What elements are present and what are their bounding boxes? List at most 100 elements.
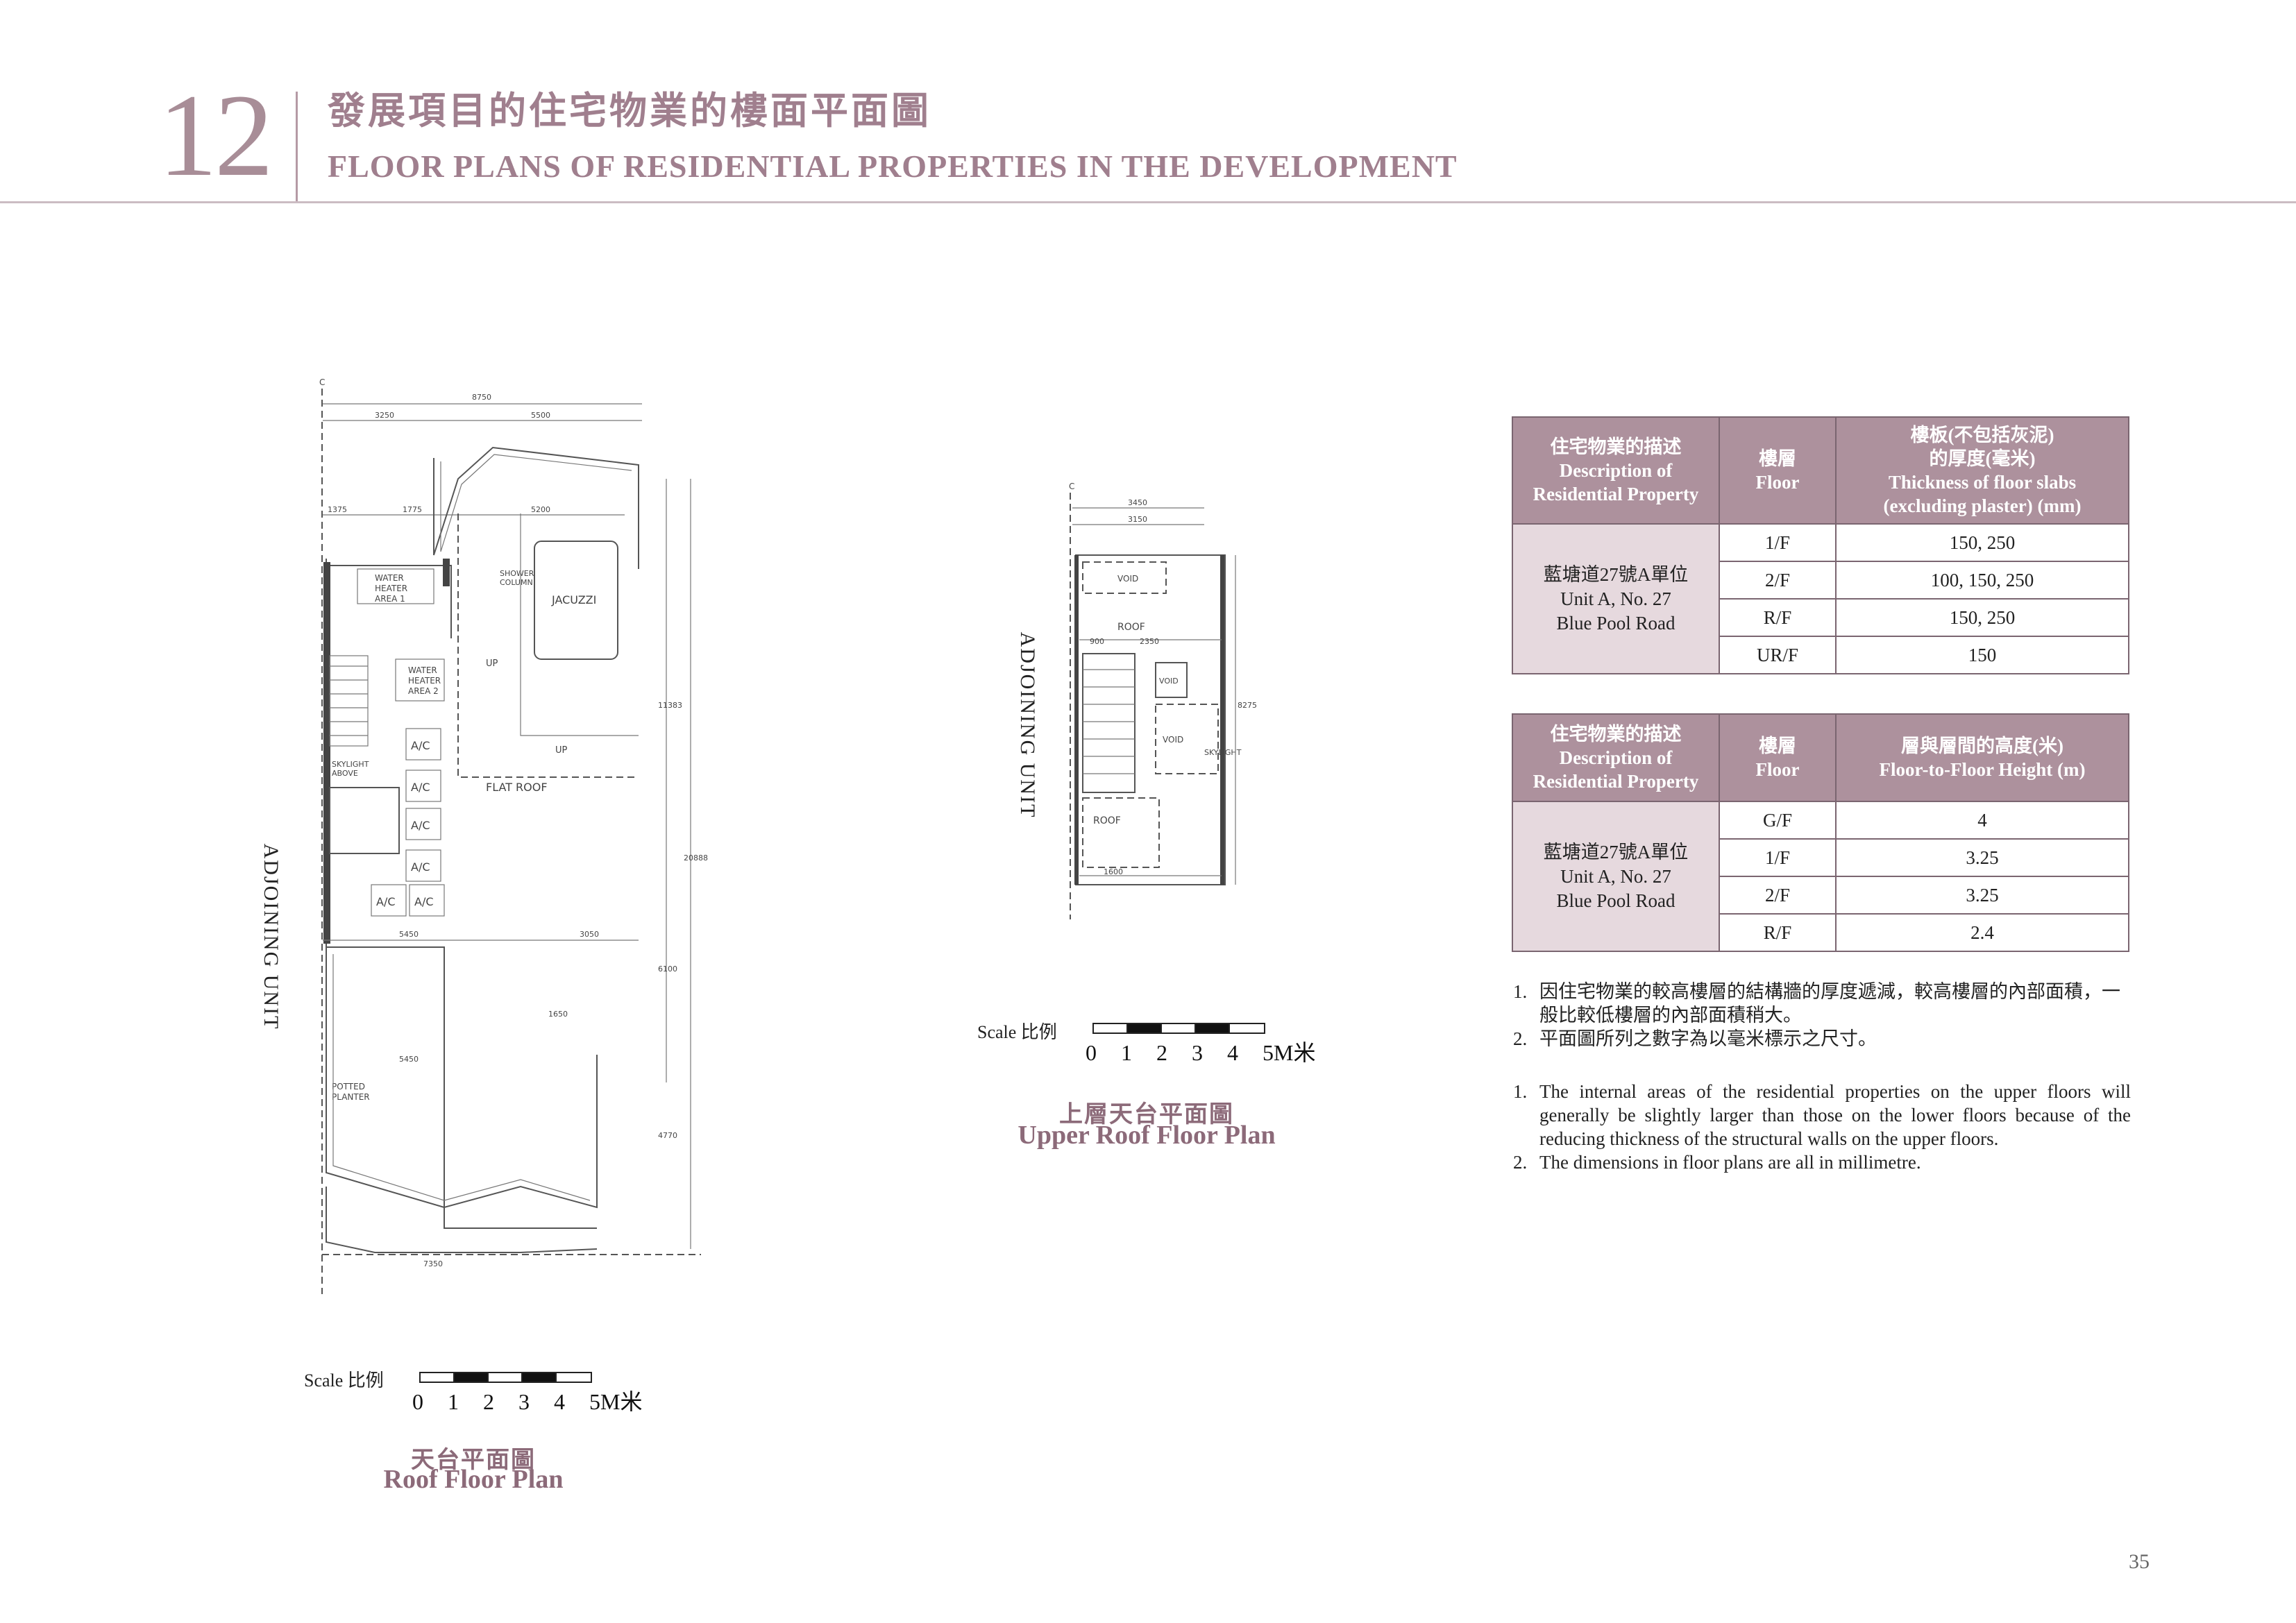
svg-text:UP: UP (486, 658, 498, 669)
value-cell: 100, 150, 250 (1835, 561, 2129, 600)
svg-text:A/C: A/C (376, 895, 396, 908)
svg-text:A/C: A/C (411, 860, 430, 874)
roof-floor-plan-drawing: 8750 3250 5500 1375 1775 5200 JACUZZI SH… (319, 377, 708, 1294)
floor-cell: 2/F (1719, 561, 1837, 600)
notes-en: 1.The internal areas of the residential … (1513, 1080, 2131, 1174)
note-item: 1.因住宅物業的較高樓層的結構牆的厚度遞減，較高樓層的內部面積，一般比較低樓層的… (1513, 981, 2120, 1026)
value-cell: 3.25 (1835, 838, 2129, 877)
svg-text:8750: 8750 (472, 393, 491, 402)
svg-text:WATER: WATER (375, 573, 404, 583)
svg-text:3450: 3450 (1128, 498, 1147, 507)
floor-cell: 2/F (1719, 876, 1837, 915)
svg-text:SKYLIGHT: SKYLIGHT (332, 760, 369, 769)
svg-text:SKYLIGHT: SKYLIGHT (1204, 748, 1242, 757)
svg-text:A/C: A/C (411, 819, 430, 832)
note-item: 2.平面圖所列之數字為以毫米標示之尺寸。 (1513, 1028, 1877, 1049)
upper-roof-floor-plan-drawing: C 3450 3150 VOID ROOF 900 2350 VOID VOID… (1069, 482, 1256, 919)
header-rule (0, 201, 2296, 203)
adjoining-unit-label: ADJOINING UNIT (260, 843, 282, 1030)
value-cell: 3.25 (1835, 876, 2129, 915)
svg-text:C: C (319, 377, 325, 387)
svg-text:VOID: VOID (1117, 574, 1138, 584)
value-cell: 2.4 (1835, 913, 2129, 952)
svg-text:SHOWER: SHOWER (500, 569, 534, 578)
svg-text:5450: 5450 (399, 930, 419, 939)
svg-text:5500: 5500 (531, 411, 550, 420)
svg-text:AREA 1: AREA 1 (375, 594, 405, 604)
svg-text:20888: 20888 (684, 853, 708, 863)
value-cell: 150, 250 (1835, 523, 2129, 562)
value-cell: 150, 250 (1835, 598, 2129, 637)
notes-zh: 1.因住宅物業的較高樓層的結構牆的厚度遞減，較高樓層的內部面積，一般比較低樓層的… (1513, 980, 2131, 1051)
svg-text:POTTED: POTTED (332, 1082, 365, 1091)
svg-text:ROOF: ROOF (1117, 622, 1145, 633)
svg-text:3050: 3050 (580, 930, 599, 939)
svg-text:900: 900 (1090, 637, 1104, 646)
svg-text:JACUZZI: JACUZZI (551, 593, 596, 606)
floor-cell: R/F (1719, 913, 1837, 952)
note-item: 2.The dimensions in floor plans are all … (1513, 1152, 1921, 1173)
floor-cell: UR/F (1719, 636, 1837, 674)
floor-cell: 1/F (1719, 523, 1837, 562)
value-cell: 4 (1835, 801, 2129, 840)
svg-text:WATER: WATER (408, 665, 437, 675)
svg-text:1375: 1375 (328, 505, 347, 514)
upper-scale-label: Scale 比例 (977, 1022, 1057, 1042)
section-number: 12 (158, 70, 273, 201)
svg-text:7350: 7350 (423, 1259, 443, 1268)
svg-text:A/C: A/C (411, 781, 430, 794)
svg-text:C: C (1069, 482, 1074, 491)
svg-text:FLAT ROOF: FLAT ROOF (486, 781, 548, 794)
svg-text:HEATER: HEATER (408, 676, 441, 686)
value-cell: 150 (1835, 636, 2129, 674)
svg-text:3150: 3150 (1128, 515, 1147, 524)
upper-adjoining-unit-label: ADJOINING UNIT (1016, 631, 1039, 819)
svg-text:VOID: VOID (1163, 735, 1183, 745)
svg-text:1650: 1650 (548, 1010, 568, 1019)
svg-text:6100: 6100 (658, 965, 677, 974)
svg-text:5450: 5450 (399, 1055, 419, 1064)
floor-cell: 1/F (1719, 838, 1837, 877)
svg-text:ABOVE: ABOVE (332, 769, 358, 778)
header-divider (296, 92, 298, 201)
svg-text:ROOF: ROOF (1093, 815, 1121, 826)
svg-text:1600: 1600 (1104, 867, 1123, 876)
svg-text:4770: 4770 (658, 1131, 677, 1140)
roof-scale-label: Scale 比例 (304, 1370, 384, 1391)
floor-cell: R/F (1719, 598, 1837, 637)
roof-scale-bar (419, 1372, 592, 1383)
svg-text:UP: UP (555, 745, 568, 756)
svg-text:HEATER: HEATER (375, 584, 407, 593)
svg-text:5200: 5200 (531, 505, 550, 514)
svg-text:8275: 8275 (1238, 701, 1256, 710)
svg-text:A/C: A/C (411, 739, 430, 752)
svg-text:PLANTER: PLANTER (332, 1092, 370, 1102)
roof-plan-caption-zh: 天台平面圖 (411, 1447, 536, 1473)
upper-plan-caption-en: Upper Roof Floor Plan (1018, 1121, 1276, 1150)
svg-text:1775: 1775 (403, 505, 422, 514)
svg-text:11383: 11383 (658, 701, 682, 710)
svg-text:AREA 2: AREA 2 (408, 686, 439, 696)
page-number: 35 (2129, 1550, 2150, 1573)
page-title-en: FLOOR PLANS OF RESIDENTIAL PROPERTIES IN… (328, 148, 1458, 184)
page-title-zh: 發展項目的住宅物業的樓面平面圖 (328, 90, 931, 132)
roof-plan-caption-en: Roof Floor Plan (383, 1465, 564, 1494)
svg-text:A/C: A/C (414, 895, 434, 908)
floor-height-header: 層與層間的高度(米)Floor-to-Floor Height (m) (1835, 713, 2129, 802)
upper-scale-bar (1092, 1023, 1265, 1034)
slab-thickness-header: 樓板(不包括灰泥)的厚度(毫米)Thickness of floor slabs… (1835, 416, 2129, 525)
floor-cell: G/F (1719, 801, 1837, 840)
svg-text:3250: 3250 (375, 411, 394, 420)
upper-plan-caption-zh: 上層天台平面圖 (1059, 1102, 1234, 1128)
svg-text:COLUMN: COLUMN (500, 578, 533, 587)
